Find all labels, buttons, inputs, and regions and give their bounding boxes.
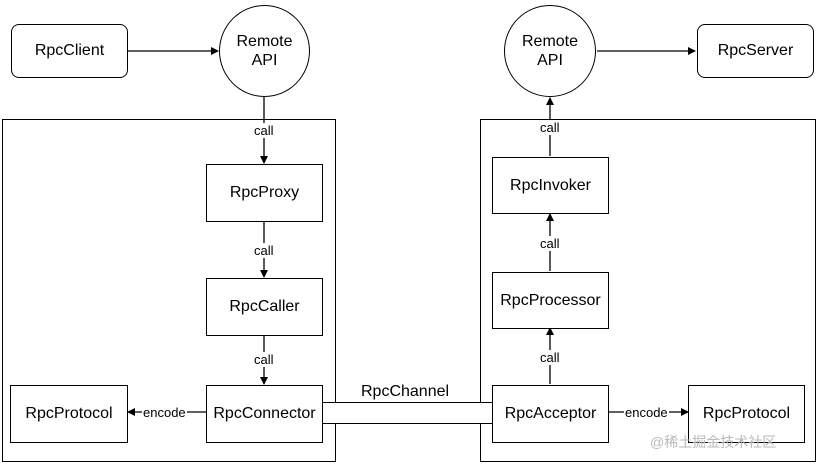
rpc-invoker-box: RpcInvoker	[492, 157, 609, 214]
rpc-server-box: RpcServer	[697, 24, 814, 78]
server-remote-api-line1: Remote	[521, 33, 579, 50]
rpc-connector-box: RpcConnector	[206, 385, 323, 443]
client-remote-api-circle: Remote API	[219, 5, 310, 97]
rpc-processor-box: RpcProcessor	[492, 272, 609, 329]
server-rpc-protocol-box: RpcProtocol	[688, 385, 805, 443]
server-remote-api-line2: API	[537, 52, 563, 69]
rpc-caller-box: RpcCaller	[206, 278, 323, 336]
watermark: @稀土掘金技术社区	[650, 434, 777, 450]
server-panel	[480, 119, 816, 462]
client-encode-label: encode	[142, 405, 187, 420]
client-rpc-protocol-box: RpcProtocol	[10, 385, 128, 443]
server-call-label-1: call	[539, 120, 561, 135]
rpc-proxy-box: RpcProxy	[206, 164, 323, 222]
server-encode-label: encode	[624, 405, 669, 420]
client-call-label-2: call	[253, 243, 275, 258]
rpc-channel	[322, 402, 494, 424]
channel-label: RpcChannel	[361, 383, 450, 400]
server-call-label-2: call	[539, 236, 561, 251]
rpc-client-box: RpcClient	[11, 24, 128, 78]
client-remote-api-line2: API	[251, 52, 278, 69]
client-remote-api-line1: Remote	[236, 33, 293, 50]
server-remote-api-circle: Remote API	[504, 5, 596, 97]
server-call-label-3: call	[539, 350, 561, 365]
rpc-acceptor-box: RpcAcceptor	[492, 385, 609, 443]
client-call-label-1: call	[253, 123, 275, 138]
client-call-label-3: call	[253, 352, 275, 367]
client-panel	[2, 119, 336, 462]
